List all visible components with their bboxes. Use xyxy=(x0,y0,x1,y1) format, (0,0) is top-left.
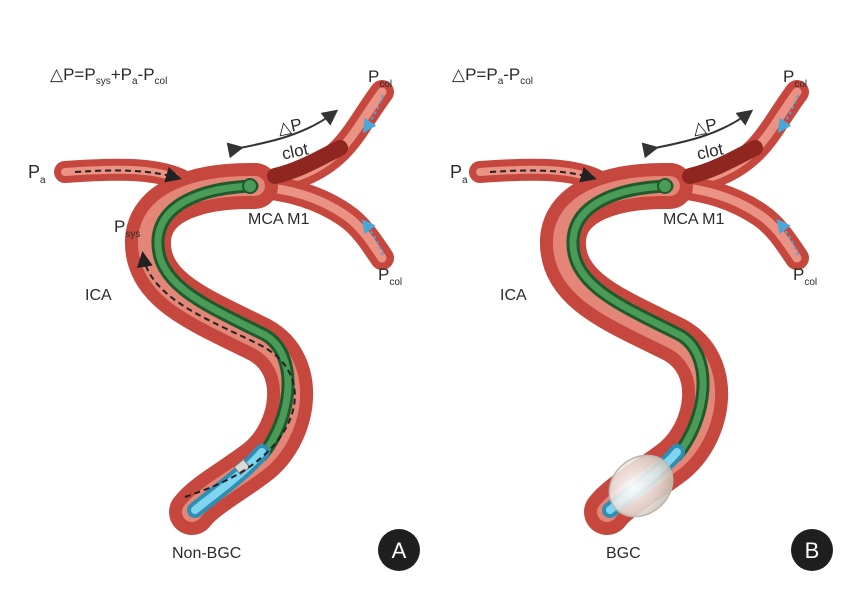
formula-b: △P=Pa-Pcol xyxy=(452,65,533,87)
catheter-a xyxy=(151,178,295,462)
catheter-b xyxy=(566,178,710,462)
delta-p-label-a: △P xyxy=(276,115,304,139)
flow-pa-a xyxy=(74,167,182,183)
badge-b xyxy=(791,529,833,571)
pcol-bottom-label-b: Pcol xyxy=(793,265,817,288)
pcol-bottom-label-a: Pcol xyxy=(378,265,402,288)
pcol-top-label-a: Pcol xyxy=(368,67,392,90)
flow-col-top-b xyxy=(777,94,799,134)
delta-p-label-b: △P xyxy=(691,115,719,139)
flow-pa-b xyxy=(489,167,597,183)
flow-col-top-a xyxy=(362,94,384,134)
panel-a: △P=Psys+Pa-Pcol Pa Psys Pcol Pcol △P clo… xyxy=(28,65,420,571)
panel-b: △P=Pa-Pcol Pa Pcol Pcol △P clot MCA M1 I… xyxy=(450,65,833,571)
badge-a-label: A xyxy=(392,538,407,563)
pcol-top-label-b: Pcol xyxy=(783,67,807,90)
balloon-b xyxy=(608,454,674,518)
device-label-b: BGC xyxy=(606,545,641,562)
psys-label-a: Psys xyxy=(114,217,140,240)
flow-col-bottom-b xyxy=(776,218,799,256)
badge-a xyxy=(378,529,420,571)
device-label-a: Non-BGC xyxy=(172,545,241,562)
pa-label-a: Pa xyxy=(28,162,46,186)
ica-label-a: ICA xyxy=(85,287,112,304)
delta-p-arrow-a xyxy=(226,109,339,159)
delta-p-arrow-b xyxy=(641,109,754,159)
mca-label-b: MCA M1 xyxy=(663,211,724,228)
pa-label-b: Pa xyxy=(450,162,468,186)
flow-col-bottom-a xyxy=(361,218,384,256)
mca-label-a: MCA M1 xyxy=(248,211,309,228)
ica-label-b: ICA xyxy=(500,287,527,304)
badge-b-label: B xyxy=(805,538,820,563)
flow-retro-a xyxy=(136,251,296,498)
formula-a: △P=Psys+Pa-Pcol xyxy=(50,65,167,87)
